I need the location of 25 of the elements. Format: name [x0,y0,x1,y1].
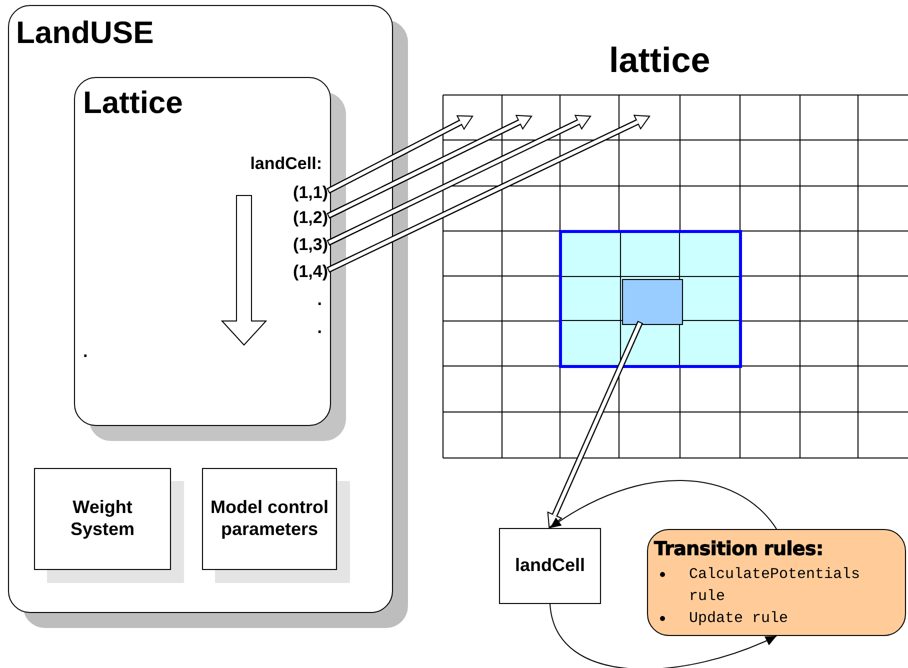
arrow [326,114,650,273]
curved-arrow [550,480,777,530]
curved-arrow [550,604,777,668]
cell-box: landCell [499,528,601,604]
rules-title: Transition rules: [654,538,824,560]
rule-item: CalculatePotentials rule [689,565,862,607]
ellipsis-dot: . [317,290,322,310]
list-heading: landCell: [250,154,322,174]
grid-title: lattice [609,42,710,80]
panel-title: Lattice [83,86,183,120]
arrow [326,114,592,246]
cell-coordinate: (1,2) [264,206,328,230]
rule-item: Update rule [689,608,788,628]
cell-coordinate: (1,3) [264,233,328,257]
arrow [326,114,532,219]
ellipsis-dot: . [83,342,88,362]
ellipsis-dot: . [317,318,322,338]
panel-title: LandUSE [16,16,154,50]
rules-box [647,529,906,636]
neighborhood-block [559,230,742,368]
arrow [547,320,644,528]
lattice-cell [622,279,683,325]
arrow [326,115,474,194]
cell-coordinate: (1,1) [264,181,328,205]
cell-coordinate: (1,4) [264,260,328,284]
